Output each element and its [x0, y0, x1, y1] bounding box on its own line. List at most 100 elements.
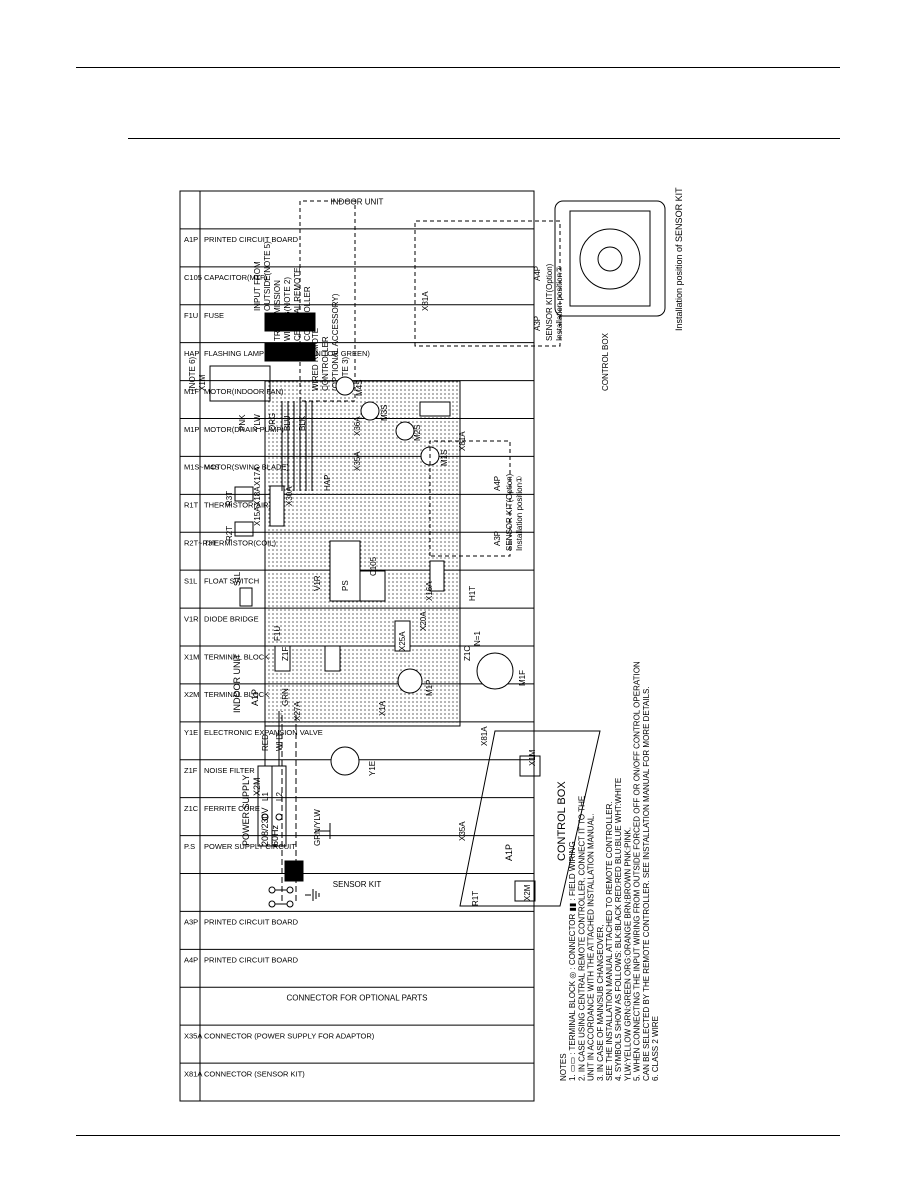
indoor-unit-label: INDOOR UNIT	[232, 653, 242, 713]
legend-code: A3P	[184, 918, 198, 927]
footer-rule	[76, 1135, 840, 1136]
x25a-label: X25A	[398, 631, 407, 651]
legend-code: M1S~M4S	[184, 463, 219, 472]
grn-ylw-label: GRN/YLW	[313, 809, 322, 846]
legend-description: TERMINAL BLOCK	[204, 690, 269, 699]
legend-description: FUSE	[204, 311, 224, 320]
control-box-label: CONTROL BOX	[556, 781, 568, 861]
x81a-box-label: X81A	[480, 726, 489, 746]
a3p-option-label: A3P	[533, 316, 542, 331]
note-line: 2. IN CASE USING CENTRAL REMOTE CONTROLL…	[577, 796, 586, 1081]
legend-description: DIODE BRIDGE	[204, 614, 259, 623]
x2m-box-label: X2M	[523, 884, 532, 901]
s1l-label: S1L	[233, 571, 242, 586]
x81a-label: X81A	[458, 431, 467, 451]
legend-code: S1L	[184, 576, 197, 585]
legend-code: HAP	[184, 349, 199, 358]
note-line: NOTES	[559, 1053, 568, 1081]
a1p-box-label: A1P	[504, 844, 514, 861]
a4p-option-label: A4P	[533, 266, 542, 281]
legend-description: CAPACITOR(M1F)	[204, 273, 268, 282]
z1f-label: Z1F	[281, 647, 290, 661]
n1-label: N=1	[473, 631, 482, 646]
wired-controller-label: CONTROLLER	[321, 336, 330, 391]
red-wire-label: RED	[261, 734, 270, 751]
legend-code: M1P	[184, 425, 199, 434]
m4s-label: M4S	[355, 380, 364, 396]
motors	[330, 652, 514, 776]
legend-description: FERRITE CORE	[204, 804, 260, 813]
legend-code: P.S	[184, 842, 195, 851]
c105-label: C105	[369, 556, 378, 576]
x2m-label: X2M	[252, 777, 262, 796]
legend-code: A1P	[184, 235, 198, 244]
legend-code: X35A	[184, 1031, 202, 1040]
frequency-label: 60Hz	[270, 824, 280, 846]
f1u-label: F1U	[273, 626, 282, 641]
header-rule	[76, 67, 840, 68]
x18a-label: X18A	[253, 486, 262, 506]
install-pos2-label: Installation position②	[555, 266, 564, 341]
power-supply-label: POWER SUPPLY	[241, 775, 251, 846]
unit-top-view	[554, 200, 666, 317]
a3p-label: A3P	[493, 531, 502, 546]
power-supply	[268, 711, 320, 908]
input-from-label: INPUT FROM	[253, 261, 262, 311]
note-line: CAN BE SELECTED BY THE REMOTE CONTROLLER…	[642, 686, 651, 1081]
central-remote-label: CENTRAL REMOTE	[293, 268, 302, 342]
legend-code: X81A	[184, 1069, 202, 1078]
x16a-label: X16A	[425, 581, 434, 601]
ylw-label: YLW	[253, 414, 262, 431]
legend-description: PRINTED CIRCUIT BOARD	[204, 235, 299, 244]
l2-label: L2	[275, 792, 284, 801]
m2s-label: M2S	[413, 425, 422, 441]
legend-code: R1T	[184, 501, 199, 510]
x36a-label: X36A	[353, 416, 362, 436]
transmission-label: TRANSMISSION	[273, 280, 282, 341]
x30a-label: X30A	[285, 486, 294, 506]
x35a-box-label: X35A	[458, 821, 467, 841]
outside-label: OUTSIDE(NOTE 5)	[263, 241, 272, 311]
sensors	[234, 486, 254, 607]
x35a-label-pcb: X35A	[353, 451, 362, 471]
legend-section-header: CONNECTOR FOR OPTIONAL PARTS	[286, 994, 427, 1003]
a1p-pcb	[264, 380, 461, 727]
note-line: YLW:YELLOW GRN:GREEN ORG:ORANGE BRN:BROW…	[623, 827, 632, 1081]
legend-code: X1M	[184, 652, 199, 661]
sensor-kit-option-box	[414, 220, 561, 347]
a1p-label: A1P	[250, 689, 260, 706]
section-rule	[128, 138, 840, 139]
legend-code: Y1E	[184, 728, 198, 737]
blu-label: BLU	[283, 415, 292, 431]
a4p-label: A4P	[493, 476, 502, 491]
legend-description: FLOAT SWITCH	[204, 576, 259, 585]
legend-section-header: SENSOR KIT	[333, 880, 382, 889]
legend-code: X2M	[184, 690, 199, 699]
r1t-box-label: R1T	[471, 891, 480, 906]
control-box	[459, 730, 601, 907]
x1m-terminal-block	[209, 312, 316, 491]
legend-description: PRINTED CIRCUIT BOARD	[204, 918, 299, 927]
legend-code: F1U	[184, 311, 198, 320]
legend-code: Z1C	[184, 804, 199, 813]
wired-remote-label: WIRED REMOTE	[311, 328, 320, 391]
m1p-label: M1P	[425, 680, 434, 696]
v1r-label: V1R	[313, 575, 322, 591]
control-box-top-label: CONTROL BOX	[601, 332, 610, 391]
z1c-label: Z1C	[463, 646, 472, 661]
legend-description: CONNECTOR (POWER SUPPLY FOR ADAPTOR)	[204, 1031, 375, 1040]
m3s-label: M3S	[380, 405, 389, 421]
legend-description: ELECTRONIC EXPANSION VALVE	[204, 728, 323, 737]
wiring-note2-label: WIRING(NOTE 2)	[283, 277, 292, 341]
ps-label: PS	[341, 580, 350, 591]
m1f-label: M1F	[518, 670, 527, 686]
hap-label: HAP	[323, 475, 332, 491]
wired-remote-box	[299, 200, 356, 402]
x15a-label: X15A	[253, 506, 262, 526]
legend-description: CONNECTOR (SENSOR KIT)	[204, 1069, 305, 1078]
m1s-label: M1S	[440, 450, 449, 466]
x2m-terminal-block	[257, 711, 331, 847]
controller-label: CONTROLLER	[303, 286, 312, 341]
